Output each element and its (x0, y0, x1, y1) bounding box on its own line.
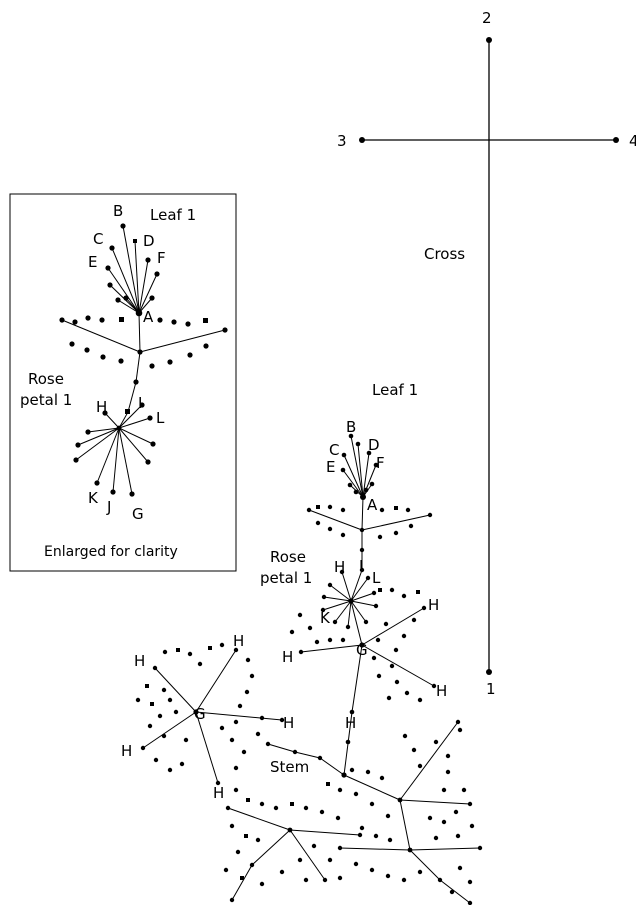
inset-point-D: D (143, 232, 155, 250)
inset-point-B: B (113, 202, 123, 220)
cross-label-3: 3 (337, 132, 347, 150)
cross-point-3 (359, 137, 365, 143)
main-point-D: D (368, 436, 380, 454)
main-point-H-stem: H (345, 714, 356, 732)
inset-petal-label-line1: Rose (28, 370, 64, 388)
cross-label-2: 2 (482, 9, 492, 27)
inset-caption: Enlarged for clarity (44, 544, 178, 560)
inset-point-K: K (88, 489, 99, 507)
cross-point-2 (486, 37, 492, 43)
inset-point-L: L (156, 409, 165, 427)
main-point-H-rose-left: H (121, 742, 132, 760)
inset-point-C: C (93, 230, 103, 248)
inset-point-G: G (132, 505, 144, 523)
main-leaf-label: Leaf 1 (372, 381, 418, 399)
cross-label-4: 4 (629, 132, 636, 150)
main-petal-label-line1: Rose (270, 548, 306, 566)
main-point-E: E (326, 458, 335, 476)
inset-point-I: I (138, 394, 142, 412)
inset-leaf-label: Leaf 1 (150, 206, 196, 224)
main-point-H-upper-right: H (428, 596, 439, 614)
inset-point-H: H (96, 398, 107, 416)
cross-figure (362, 40, 616, 672)
inset-point-A: A (143, 308, 154, 326)
main-point-H-rose-bottom: H (213, 784, 224, 802)
main-point-H-lower-right: H (436, 682, 447, 700)
inset-lines (61, 225, 226, 495)
main-point-C: C (329, 441, 339, 459)
main-point-K: K (320, 609, 331, 627)
main-lines (142, 435, 481, 904)
inset-dots (59, 223, 228, 497)
main-point-G-left: G (194, 705, 206, 723)
inset-point-E: E (88, 253, 97, 271)
main-point-G-right: G (356, 641, 368, 659)
main-point-H-top: H (334, 558, 345, 576)
cross-point-1 (486, 669, 492, 675)
main-point-F: F (376, 454, 385, 472)
main-point-H-rose-top-right: H (233, 632, 244, 650)
main-dots (135, 433, 483, 905)
main-point-A: A (367, 496, 378, 514)
cross-title: Cross (424, 245, 465, 263)
cross-point-4 (613, 137, 619, 143)
main-point-I: I (359, 557, 363, 575)
inset-frame (9, 193, 237, 572)
cross-points (359, 37, 619, 675)
main-point-B: B (346, 418, 356, 436)
main-stem-label: Stem (270, 758, 309, 776)
main-petal-label-line2: petal 1 (260, 569, 312, 587)
cross-label-1: 1 (486, 680, 496, 698)
main-point-L: L (372, 569, 381, 587)
inset-petal-label-line2: petal 1 (20, 391, 72, 409)
inset-point-J: J (106, 498, 111, 516)
main-point-H-rose-top-left: H (134, 652, 145, 670)
inset-point-F: F (157, 249, 166, 267)
main-point-H-left: H (282, 648, 293, 666)
main-point-H-rose-right: H (283, 714, 294, 732)
